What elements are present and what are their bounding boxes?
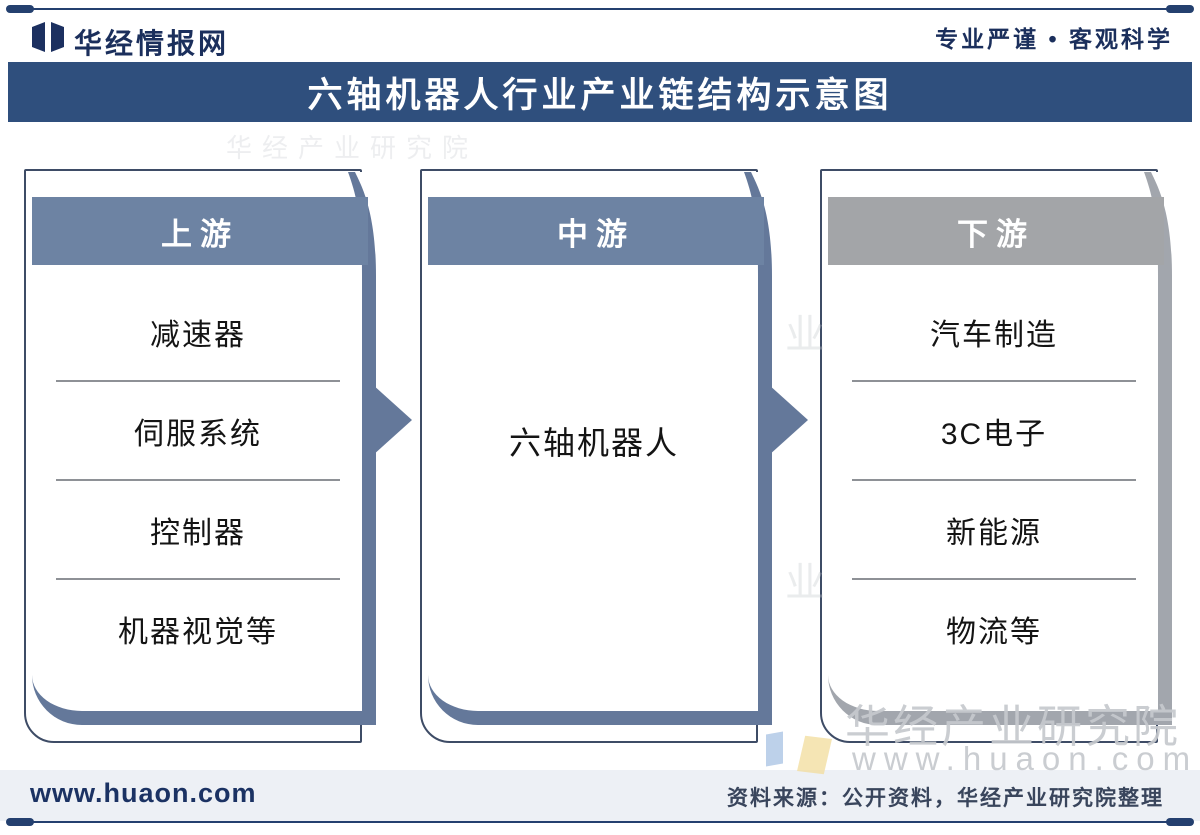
bottom-rule xyxy=(6,818,1194,826)
midstream-header: 中游 xyxy=(428,197,764,265)
card-side-ribbon xyxy=(744,172,772,725)
list-item: 机器视觉等 xyxy=(118,615,278,649)
list-item: 伺服系统 xyxy=(134,417,262,451)
midstream-card: 中游 六轴机器人 xyxy=(418,165,780,747)
list-item: 控制器 xyxy=(150,516,246,550)
watermark-top-row: 华经产业研究院 xyxy=(226,133,479,163)
divider xyxy=(56,380,340,382)
footer-website: www.huaon.com xyxy=(30,778,257,808)
list-item: 六轴机器人 xyxy=(508,425,679,461)
page-title: 六轴机器人行业产业链结构示意图 xyxy=(8,62,1192,122)
list-item: 减速器 xyxy=(150,318,246,352)
arrow-right-icon xyxy=(768,384,808,456)
list-item: 汽车制造 xyxy=(930,318,1058,352)
footer-source-note: 资料来源：公开资料，华经产业研究院整理 xyxy=(727,787,1164,810)
list-item: 新能源 xyxy=(946,516,1042,550)
list-item: 3C电子 xyxy=(940,417,1048,451)
huajing-logo-icon xyxy=(32,22,64,52)
divider xyxy=(56,479,340,481)
downstream-items: 汽车制造 3C电子 新能源 物流等 xyxy=(828,265,1160,677)
upstream-header: 上游 xyxy=(32,197,368,265)
downstream-header: 下游 xyxy=(828,197,1164,265)
top-rule xyxy=(6,5,1194,13)
brand-slogan: 专业严谨 • 客观科学 xyxy=(935,26,1173,52)
brand-name: 华经情报网 xyxy=(74,28,230,59)
card-side-ribbon xyxy=(348,172,376,725)
list-item: 物流等 xyxy=(946,615,1042,649)
footer-band xyxy=(0,770,1200,821)
arrow-right-icon xyxy=(372,384,412,456)
upstream-items: 减速器 伺服系统 控制器 机器视觉等 xyxy=(32,265,364,677)
divider xyxy=(852,578,1136,580)
card-side-ribbon xyxy=(1144,172,1172,725)
downstream-card: 下游 汽车制造 3C电子 新能源 物流等 xyxy=(818,165,1180,747)
divider xyxy=(852,380,1136,382)
midstream-items: 六轴机器人 xyxy=(428,265,760,477)
upstream-card: 上游 减速器 伺服系统 控制器 机器视觉等 xyxy=(22,165,384,747)
divider xyxy=(852,479,1136,481)
divider xyxy=(56,578,340,580)
